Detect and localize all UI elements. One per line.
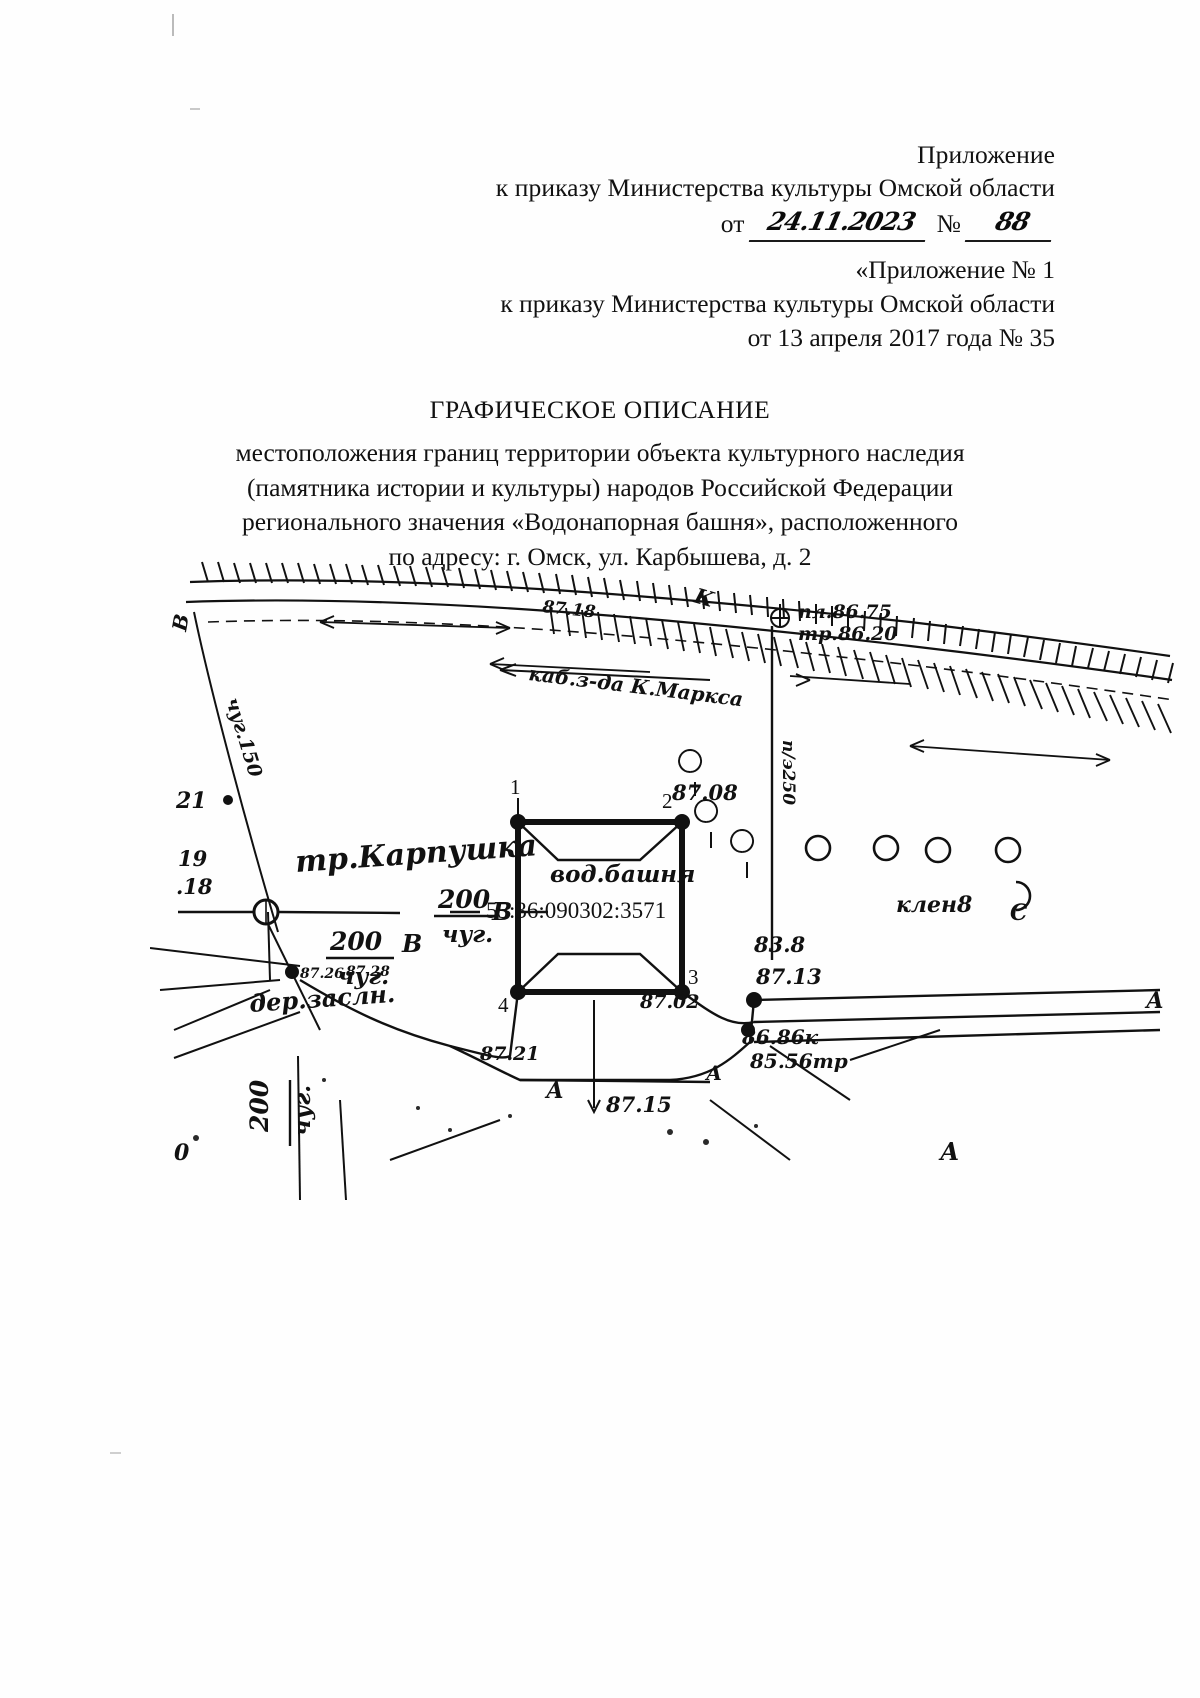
appendix-order-date-original: от 13 апреля 2017 года № 35: [747, 322, 1055, 352]
page-title: ГРАФИЧЕСКОЕ ОПИСАНИЕ: [429, 395, 771, 424]
scan-artifact-left: [190, 108, 200, 110]
elevation-tr-8620: тр.86.20: [798, 623, 898, 645]
center-vertical-tick: [587, 1000, 601, 1115]
marker-21-dot: [223, 795, 233, 805]
object-label: вод.башня: [550, 861, 695, 888]
cable-chug-b-den: чуг.: [338, 963, 389, 990]
tree-circles-right: [804, 834, 1032, 912]
tree-circle-2: [872, 834, 900, 862]
elevation-8556: 85.56тр: [749, 1049, 848, 1073]
cable-route-line: [499, 663, 711, 681]
marker-21: 21: [175, 788, 207, 814]
node-right-junction: [746, 992, 762, 1008]
title-line-4: по адресу: г. Омск, ул. Карбышева, д. 2: [388, 541, 812, 571]
elevation-8713: 87.13: [755, 964, 822, 989]
street-cable-label: каб.з-да К.Маркса: [527, 661, 744, 711]
number-sign-label: №: [936, 208, 961, 238]
order-date-handwritten: 24.11.2023: [748, 206, 933, 242]
cable-200-c-num: 200: [245, 1079, 274, 1133]
appendix-label: Приложение: [917, 140, 1055, 169]
tree-circle-3: [924, 836, 952, 864]
title-line-3: регионального значения «Водонапорная баш…: [241, 507, 959, 537]
scan-artifact-bottom: [110, 1452, 121, 1454]
cadastral-map: каб.з-да К.Маркса 87.18 К пл.86.75 тр.86…: [150, 560, 1180, 1200]
tree-circle-1: [804, 834, 832, 862]
marker-0: 0: [174, 1140, 190, 1166]
marker-19: 19: [178, 846, 208, 871]
street-dimension-arrows: [319, 615, 1111, 767]
tree-icon-2: [694, 799, 719, 848]
elevation-8726: 87.26: [300, 966, 344, 982]
corner-label-2: 2: [662, 789, 673, 813]
elevation-838: 83.8: [753, 932, 806, 957]
tree-label-klen: клен8: [896, 892, 972, 918]
document-title-block: ГРАФИЧЕСКОЕ ОПИСАНИЕ местоположения гран…: [0, 393, 1200, 574]
tree-icon-1: [678, 749, 703, 796]
letter-k-top: К: [691, 582, 718, 612]
street-band: [185, 579, 1175, 701]
pipe-chug-150-label: чуг.150: [221, 695, 266, 780]
tree-circle-4: [994, 836, 1022, 864]
elevation-pl-8675: пл.86.75: [798, 601, 892, 623]
elevation-8686: 86.86к: [741, 1025, 819, 1049]
corner-label-3: 3: [688, 965, 699, 989]
tram-line: [178, 898, 548, 926]
water-tower-outline: [516, 821, 684, 993]
scan-specks: [193, 1078, 758, 1145]
corner-label-1: 1: [510, 775, 521, 799]
corner-node-2: [674, 814, 690, 830]
elevation-8721: 87.21: [479, 1043, 540, 1065]
misc-lines-left: [150, 911, 501, 1200]
appendix-order-date-number: от 24.11.2023 № 88: [415, 206, 1060, 242]
appendix-order-reference-original: к приказу Министерства культуры Омской о…: [500, 288, 1055, 318]
letter-a-3: А: [938, 1137, 960, 1166]
tree-circle-5: [1015, 880, 1032, 912]
order-number-handwritten: 88: [964, 206, 1060, 242]
cable-200-a-num: 200: [437, 885, 491, 914]
letter-a-2: А: [1144, 988, 1164, 1014]
cable-200-b-num: 200: [329, 927, 383, 956]
title-line-2: (памятника истории и культуры) народов Р…: [246, 472, 954, 502]
pipe-250-label: п/э250: [778, 740, 798, 805]
cable-200-chug-b: 200 чуг.: [326, 927, 394, 990]
elevation-8708: 87.08: [671, 780, 738, 805]
bottom-path: [299, 978, 1161, 1084]
street-hatching-lower: [549, 605, 1172, 734]
letter-a-1: А: [544, 1078, 564, 1104]
pipe-line-left: [193, 611, 279, 933]
well-symbol-top: [770, 604, 790, 628]
letter-v-left: В: [167, 612, 194, 634]
title-line-1: местоположения границ территории объекта…: [235, 438, 965, 468]
scan-artifact-top: [172, 14, 174, 36]
cable-chug-a-den: чуг.: [442, 921, 493, 948]
map-svg: каб.з-да К.Маркса 87.18 К пл.86.75 тр.86…: [150, 561, 1175, 1200]
tree-symbols: [678, 749, 755, 878]
letter-b-b: В: [401, 929, 422, 958]
corner-label-4: 4: [498, 993, 509, 1017]
tram-label: тр.Карпушка: [294, 828, 538, 880]
letter-b-a: В: [491, 897, 512, 926]
misc-lines-right: [709, 1029, 941, 1161]
elevation-8702: 87.02: [639, 991, 700, 1013]
cable-200-chug-a: 200 чуг.: [434, 885, 498, 948]
street-hatching: [201, 561, 1174, 684]
marker-18: .18: [176, 874, 213, 899]
ot-label: от: [720, 208, 745, 238]
street-edge-elevation: 87.18: [540, 597, 596, 623]
appendix-header-original: «Приложение № 1 к приказу Министерства к…: [415, 253, 1055, 355]
node-bottom-right: [741, 1023, 755, 1037]
tree-icon-3: [730, 829, 755, 878]
letter-s-right: С: [1010, 900, 1028, 926]
drain-label: дер.заслн.: [248, 979, 396, 1018]
appendix-label-original: «Приложение № 1: [855, 255, 1055, 284]
elevation-8715: 87.15: [605, 1092, 672, 1117]
cable-200-chug-c: 200 чуг.: [245, 1079, 316, 1146]
cadastral-number-label: 55:36:090302:3571: [486, 898, 666, 923]
appendix-order-reference: к приказу Министерства культуры Омской о…: [495, 173, 1055, 203]
letter-a-4: А: [704, 1061, 722, 1085]
appendix-header-current: Приложение к приказу Министерства культу…: [415, 138, 1060, 242]
elevation-8728: 87.28: [346, 964, 390, 980]
cable-chug-c-den: чуг.: [289, 1085, 316, 1136]
